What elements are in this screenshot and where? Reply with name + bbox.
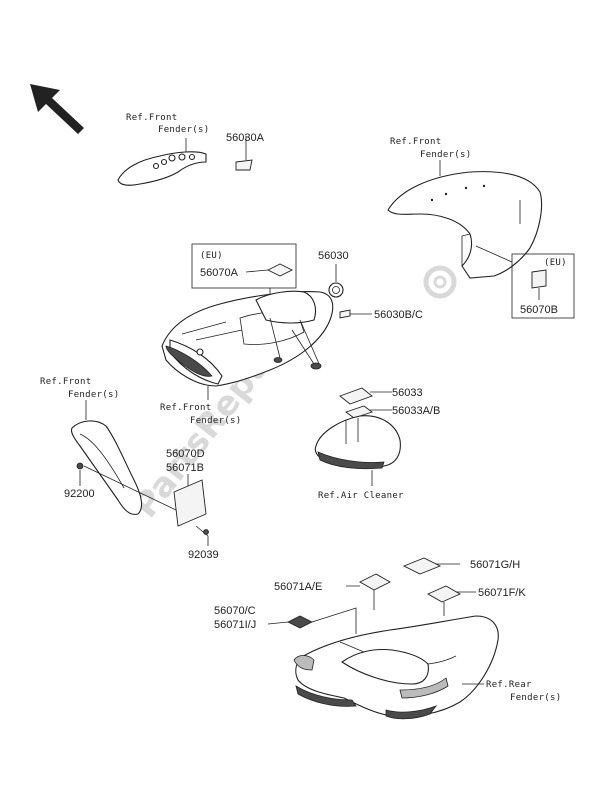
leader-56071AE bbox=[346, 585, 375, 610]
badge-56030 bbox=[328, 282, 344, 298]
sticker-56071GH bbox=[402, 557, 442, 575]
air-cleaner-cover-part bbox=[314, 415, 401, 470]
label-ref-air-cleaner: Ref.Air Cleaner bbox=[318, 491, 404, 501]
label-eu-1: (EU) bbox=[200, 251, 223, 261]
screw-92200 bbox=[76, 462, 84, 470]
sticker-56030BC bbox=[339, 309, 351, 319]
inner-fender-panel-part bbox=[70, 420, 143, 515]
label-56071GH: 56071G/H bbox=[470, 559, 520, 571]
eu-box-56070B bbox=[511, 253, 575, 319]
sticker-56070C-56071IJ bbox=[287, 615, 313, 629]
clip-92039 bbox=[203, 529, 209, 535]
label-56030BC: 56030B/C bbox=[374, 309, 423, 321]
leader-56071FK bbox=[443, 591, 476, 616]
sticker-56070D-56071B bbox=[173, 479, 207, 527]
label-ref-front-fender-2a: Ref.Front bbox=[390, 137, 441, 147]
label-92200: 92200 bbox=[64, 488, 95, 500]
label-56070B: 56070B bbox=[520, 304, 558, 316]
sticker-56030A bbox=[235, 159, 253, 171]
badge-56030-inner bbox=[332, 286, 340, 294]
label-56030: 56030 bbox=[318, 250, 349, 262]
label-56030A: 56030A bbox=[226, 132, 265, 144]
sticker-56070B bbox=[531, 269, 547, 289]
eu-box-56070A bbox=[191, 243, 297, 289]
label-56071FK: 56071F/K bbox=[478, 587, 526, 599]
label-56070D: 56070D bbox=[166, 448, 205, 460]
label-ref-front-fender-2b: Fender(s) bbox=[420, 150, 471, 160]
label-56071IJ: 56071I/J bbox=[214, 619, 256, 631]
rear-fender-part bbox=[293, 615, 499, 720]
sticker-56070A bbox=[266, 263, 294, 277]
sticker-56033AB bbox=[345, 405, 373, 419]
label-56033AB: 56033A/B bbox=[392, 405, 440, 417]
sticker-56071FK bbox=[427, 585, 461, 603]
leader-92200 bbox=[79, 465, 177, 511]
leader-92039 bbox=[195, 525, 209, 546]
upper-cowl-part bbox=[161, 290, 334, 387]
direction-arrow-icon bbox=[30, 84, 84, 134]
sticker-56033 bbox=[339, 387, 373, 405]
label-56070C: 56070/C bbox=[214, 605, 256, 617]
label-ref-rear-fender-a: Ref.Rear bbox=[486, 680, 532, 690]
label-56070A: 56070A bbox=[200, 267, 239, 279]
label-ref-front-fender-3a: Ref.Front bbox=[160, 403, 211, 413]
label-ref-front-fender-3b: Fender(s) bbox=[190, 416, 241, 426]
front-fender-large-part bbox=[387, 171, 543, 279]
label-ref-front-fender-1a: Ref.Front bbox=[126, 113, 177, 123]
watermark-gear-icon bbox=[423, 265, 457, 299]
label-ref-front-fender-1b: Fender(s) bbox=[158, 125, 209, 135]
leader-56070B bbox=[475, 245, 540, 300]
label-eu-2: (EU) bbox=[544, 258, 567, 268]
front-fender-bracket-part bbox=[117, 151, 207, 186]
label-56071B: 56071B bbox=[166, 462, 204, 474]
sticker-56071AE bbox=[359, 573, 391, 591]
label-56071AE: 56071A/E bbox=[274, 581, 322, 593]
label-ref-front-fender-4b: Fender(s) bbox=[68, 390, 119, 400]
leader-56070C bbox=[267, 607, 357, 634]
label-ref-front-fender-4a: Ref.Front bbox=[40, 377, 91, 387]
label-ref-rear-fender-b: Fender(s) bbox=[510, 693, 561, 703]
label-56033: 56033 bbox=[392, 387, 423, 399]
label-92039: 92039 bbox=[188, 549, 219, 561]
